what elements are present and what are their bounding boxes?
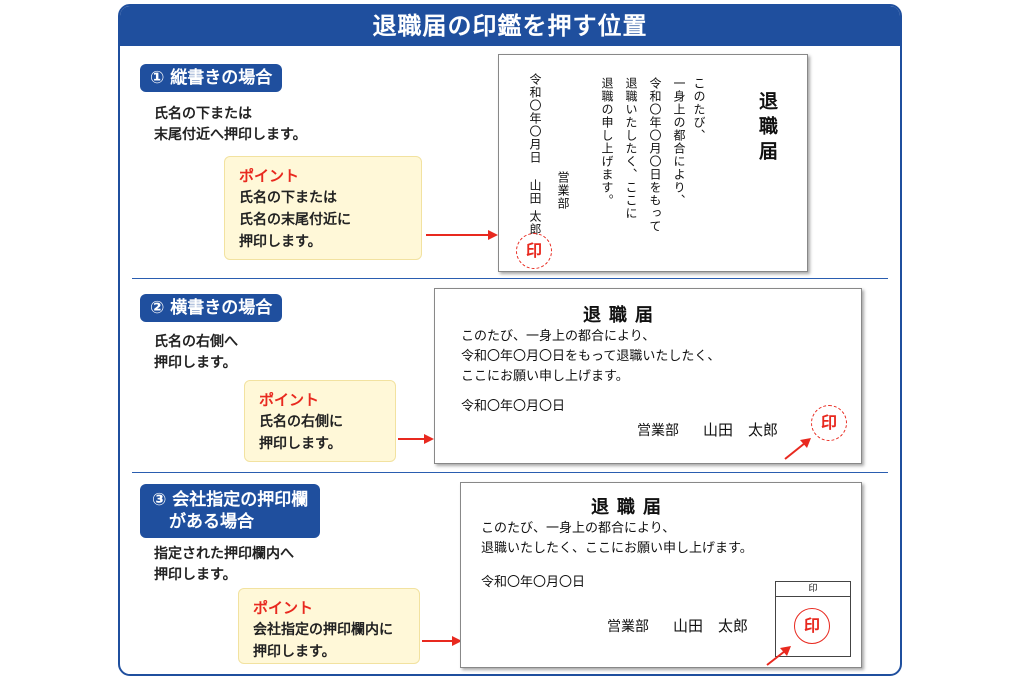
section-1-heading: ① 縦書きの場合 <box>140 64 283 92</box>
company-doc-department: 営業部 <box>607 619 649 635</box>
section-1-point-box: ポイント 氏名の下または 氏名の末尾付近に 押印します。 <box>224 156 422 260</box>
horizontal-doc-date: 令和〇年〇月〇日 <box>461 399 566 414</box>
company-doc-arrow-icon <box>766 646 791 666</box>
section-1-description: 氏名の下または 末尾付近へ押印します。 <box>154 106 307 143</box>
section-2-point-box: ポイント 氏名の右側に 押印します。 <box>244 380 396 462</box>
company-doc-name: 山田 太郎 <box>673 617 749 635</box>
horizontal-doc-title: 退職届 <box>583 305 661 326</box>
section-3-point-text: 会社指定の押印欄内に 押印します。 <box>253 622 393 660</box>
section-3-point-box: ポイント 会社指定の押印欄内に 押印します。 <box>238 588 420 664</box>
vertical-doc-department: 営業部 <box>556 171 570 210</box>
company-document: 退職届 このたび、一身上の都合により、 退職いたしたく、ここにお願い申し上げます… <box>460 482 862 668</box>
section-1-point-label: ポイント <box>239 167 300 185</box>
vertical-doc-seal: 印 <box>516 233 552 269</box>
section-1-point-text: 氏名の下または 氏名の末尾付近に 押印します。 <box>239 190 351 250</box>
vertical-document: 退職届 このたび、 一身上の都合により、 令和〇年〇月〇日をもって 退職いたした… <box>498 54 808 272</box>
horizontal-doc-line-3: ここにお願い申し上げます。 <box>461 369 629 384</box>
section-3-heading: ③ 会社指定の押印欄 がある場合 <box>140 484 321 538</box>
vertical-doc-line-1: このたび、 <box>692 77 706 142</box>
horizontal-doc-department: 営業部 <box>637 423 679 439</box>
section-2-heading: ② 横書きの場合 <box>140 294 283 322</box>
company-doc-seal: 印 <box>794 608 830 644</box>
section-2-point-label: ポイント <box>259 391 320 409</box>
section-3-arrow-icon <box>422 636 462 646</box>
main-frame: 退職届の印鑑を押す位置 ① 縦書きの場合 氏名の下または 末尾付近へ押印します。… <box>118 4 902 676</box>
vertical-doc-date: 令和〇年〇月日 <box>528 73 542 164</box>
company-doc-line-1: このたび、一身上の都合により、 <box>481 521 676 536</box>
company-doc-line-2: 退職いたしたく、ここにお願い申し上げます。 <box>481 541 753 556</box>
divider-1 <box>132 278 888 279</box>
company-doc-title: 退職届 <box>591 497 669 518</box>
section-3-point-label: ポイント <box>253 599 314 617</box>
horizontal-document: 退職届 このたび、一身上の都合により、 令和〇年〇月〇日をもって退職いたしたく、… <box>434 288 862 464</box>
page-title: 退職届の印鑑を押す位置 <box>120 6 900 46</box>
vertical-doc-line-4: 退職いたしたく、ここに <box>624 77 638 220</box>
horizontal-doc-line-1: このたび、一身上の都合により、 <box>461 329 656 344</box>
vertical-doc-name: 山田 太郎 <box>528 179 542 236</box>
section-1-arrow-icon <box>426 230 498 240</box>
company-doc-date: 令和〇年〇月〇日 <box>481 575 586 590</box>
horizontal-doc-line-2: 令和〇年〇月〇日をもって退職いたしたく、 <box>461 349 721 364</box>
vertical-doc-title: 退職届 <box>756 91 778 166</box>
vertical-doc-line-2: 一身上の都合により、 <box>672 77 686 207</box>
section-2-point-text: 氏名の右側に 押印します。 <box>259 414 343 452</box>
horizontal-doc-name: 山田 太郎 <box>703 421 779 439</box>
company-stamp-box-label: 印 <box>776 582 850 597</box>
vertical-doc-line-5: 退職の申し上げます。 <box>600 77 614 207</box>
horizontal-doc-arrow-icon <box>784 438 811 460</box>
company-stamp-box: 印 印 <box>775 581 851 657</box>
divider-2 <box>132 472 888 473</box>
section-3-description: 指定された押印欄内へ 押印します。 <box>154 546 294 583</box>
section-2-arrow-icon <box>398 434 434 444</box>
vertical-doc-line-3: 令和〇年〇月〇日をもって <box>648 77 662 233</box>
horizontal-doc-seal: 印 <box>811 405 847 441</box>
section-2-description: 氏名の右側へ 押印します。 <box>154 334 238 371</box>
